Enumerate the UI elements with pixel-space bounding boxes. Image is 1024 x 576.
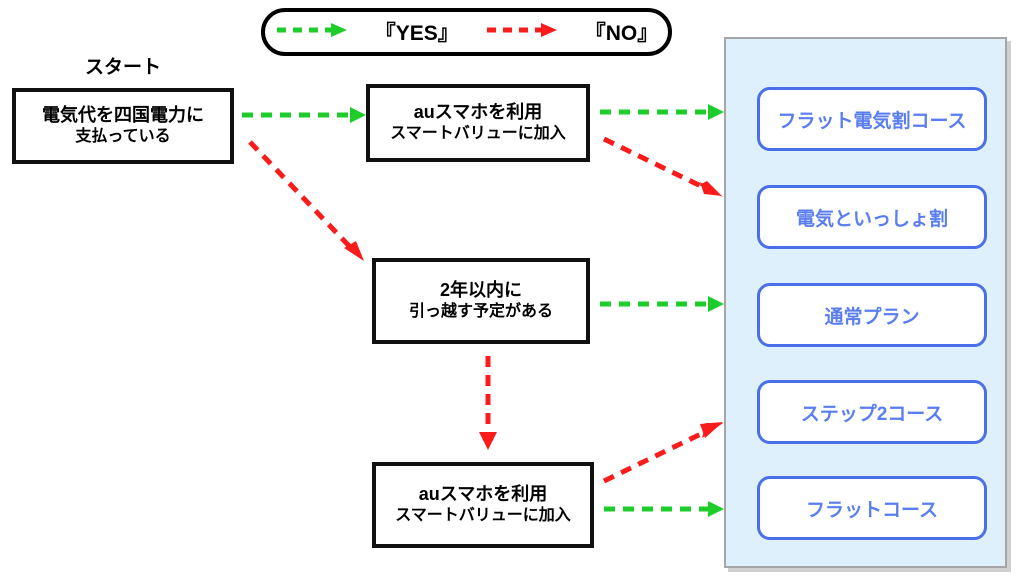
result-card-denki-issho[interactable]: 電気といっしょ割 bbox=[757, 185, 987, 249]
node-start[interactable]: 電気代を四国電力に 支払っている bbox=[12, 88, 234, 164]
result-card-label: ステップ2コース bbox=[800, 403, 944, 425]
result-card-label: 電気といっしょ割 bbox=[795, 208, 948, 230]
legend-no-label: 『NO』 bbox=[584, 22, 659, 45]
edge-start-to-q1-yes bbox=[242, 107, 366, 123]
node-start-line2: 支払っている bbox=[75, 128, 171, 146]
edge-q1-to-result-1-no bbox=[602, 136, 723, 197]
edge-q1-to-result-0-yes bbox=[600, 104, 724, 120]
node-question-1[interactable]: auスマホを利用 スマートバリューに加入 bbox=[366, 84, 590, 162]
node-question-3[interactable]: auスマホを利用 スマートバリューに加入 bbox=[372, 462, 594, 548]
node-question-1-line2: スマートバリューに加入 bbox=[390, 125, 566, 143]
node-question-2-line2: 引っ越す予定がある bbox=[408, 303, 553, 321]
edge-q3-to-result-4-yes bbox=[604, 501, 724, 517]
edge-q2-to-q3-no bbox=[479, 356, 497, 450]
results-panel: フラット電気割コース 電気といっしょ割 通常プラン ステップ2コース フラットコ… bbox=[724, 37, 1007, 568]
edge-q2-to-result-2-yes bbox=[600, 296, 724, 312]
start-caption: スタート bbox=[84, 57, 161, 78]
node-question-2-line1: 2年以内に bbox=[439, 280, 522, 301]
result-card-label: フラットコース bbox=[805, 499, 939, 521]
result-card-label: 通常プラン bbox=[824, 306, 920, 328]
result-card-flat-denkiwari[interactable]: フラット電気割コース bbox=[757, 87, 987, 151]
node-question-3-line1: auスマホを利用 bbox=[418, 484, 548, 505]
node-question-1-line1: auスマホを利用 bbox=[413, 102, 543, 123]
result-card-tsujo-plan[interactable]: 通常プラン bbox=[757, 283, 987, 347]
edge-q3-to-result-3-no bbox=[602, 422, 723, 484]
result-card-flat[interactable]: フラットコース bbox=[757, 476, 987, 540]
node-question-2[interactable]: 2年以内に 引っ越す予定がある bbox=[372, 258, 590, 344]
red-dashed-arrow-icon bbox=[485, 22, 559, 43]
result-card-step2[interactable]: ステップ2コース bbox=[757, 380, 987, 444]
legend-yes-label: 『YES』 bbox=[374, 22, 459, 45]
edge-start-to-q2-no bbox=[248, 140, 364, 261]
node-start-line1: 電気代を四国電力に bbox=[42, 105, 204, 126]
legend-box: 『YES』 『NO』 bbox=[261, 8, 672, 56]
result-card-label: フラット電気割コース bbox=[777, 110, 967, 132]
green-dashed-arrow-icon bbox=[275, 22, 349, 43]
node-question-3-line2: スマートバリューに加入 bbox=[395, 507, 571, 525]
